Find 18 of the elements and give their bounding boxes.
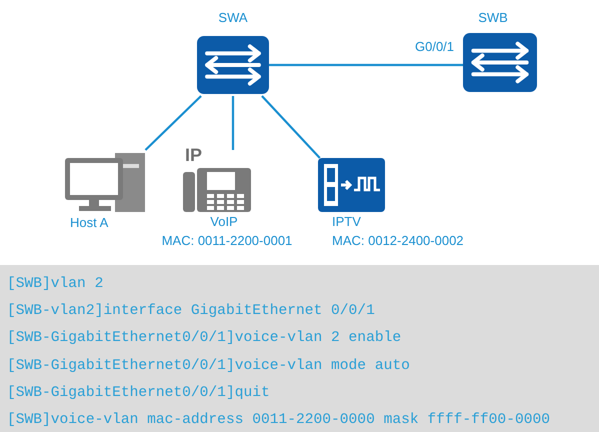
command-line: [SWB-GigabitEthernet0/0/1]quit [7, 384, 270, 402]
network-link [269, 64, 463, 66]
command-line: [SWB-GigabitEthernet0/0/1]voice-vlan 2 enable [7, 329, 402, 348]
device-label: IPTV [332, 214, 361, 230]
device-label: VoIP [210, 214, 238, 230]
icon-text: IP [185, 146, 202, 164]
command-line: [SWB]vlan 2 [7, 275, 104, 293]
network-link [261, 95, 321, 159]
mac-address-label: MAC: 0012-2400-0002 [332, 233, 464, 249]
network-link [144, 95, 202, 151]
command-line: [SWB-GigabitEthernet0/0/1]voice-vlan mode auto [7, 356, 410, 375]
command-line: [SWB-vlan2]interface GigabitEthernet 0/0/1 [7, 302, 375, 320]
network-link [232, 96, 234, 150]
command-line: [SWB]voice-vlan mac-address 0011-2200-0000 mask ffff-ff00-0000 [7, 411, 550, 429]
device-label: SWB [478, 10, 508, 26]
device-label: SWA [218, 10, 248, 26]
mac-address-label: MAC: 0011-2200-0001 [162, 233, 292, 249]
device-label: Host A [70, 215, 108, 231]
